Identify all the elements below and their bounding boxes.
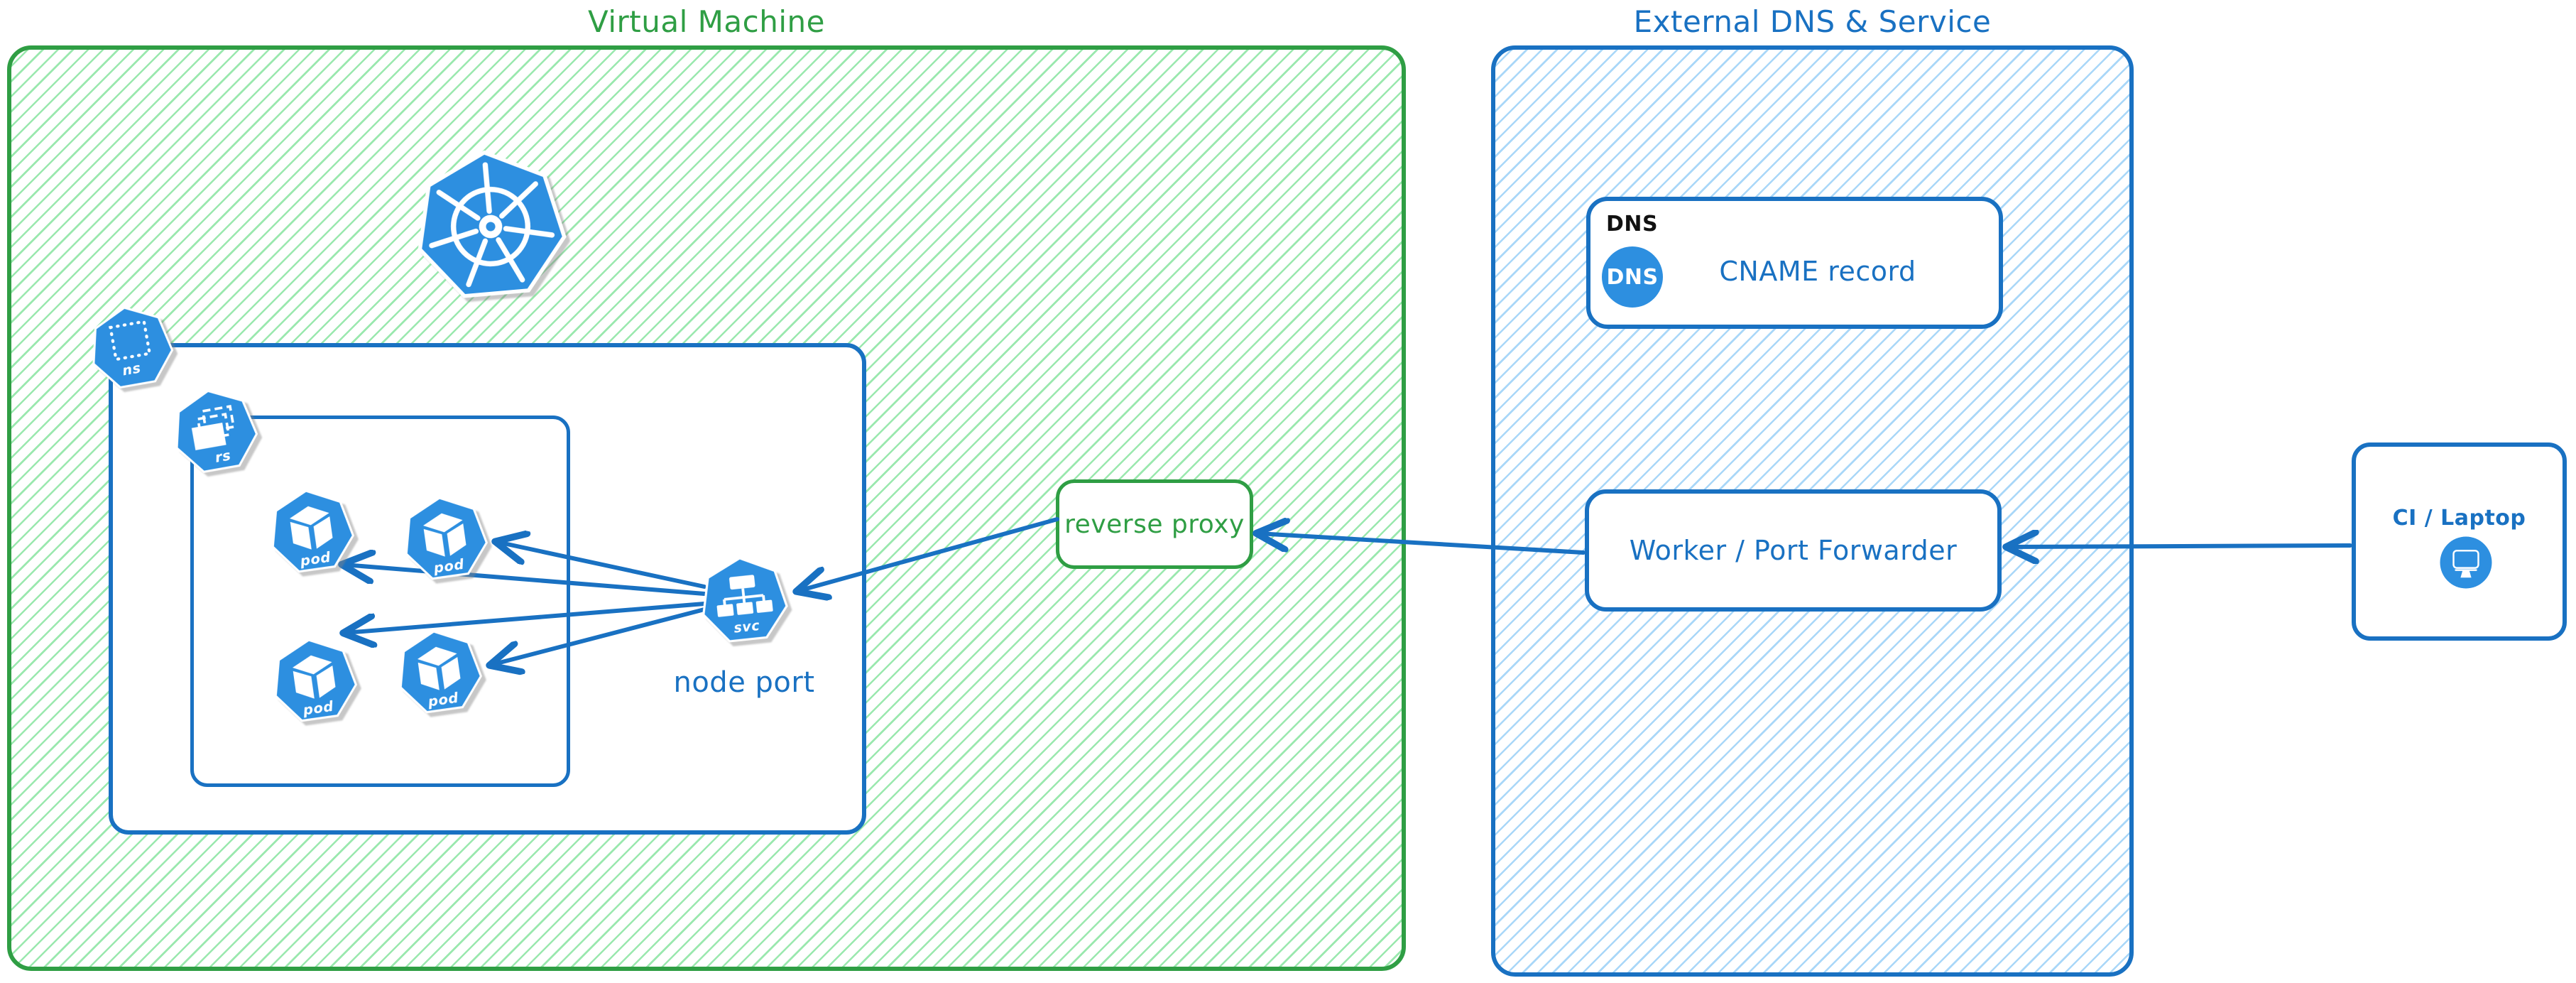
reverse-proxy-box[interactable]: reverse proxy bbox=[1056, 479, 1253, 569]
service-icon[interactable] bbox=[695, 552, 793, 650]
pod-icon-4[interactable] bbox=[391, 624, 489, 722]
namespace-icon[interactable] bbox=[82, 298, 180, 397]
pod-icon-3[interactable] bbox=[266, 632, 364, 730]
virtual-machine-title: Virtual Machine bbox=[588, 4, 825, 39]
worker-port-forwarder-box[interactable]: Worker / Port Forwarder bbox=[1585, 489, 2002, 612]
dns-group-label: DNS bbox=[1606, 212, 1659, 237]
external-dns-title: External DNS & Service bbox=[1633, 4, 1992, 39]
pod-icon-1[interactable] bbox=[263, 483, 361, 581]
replicaset-icon[interactable] bbox=[165, 381, 265, 482]
replicaset-box[interactable] bbox=[190, 416, 570, 787]
kubernetes-logo-icon[interactable] bbox=[407, 143, 574, 310]
pod-icon-2[interactable] bbox=[396, 490, 494, 588]
node-port-label: node port bbox=[673, 666, 815, 699]
monitor-icon bbox=[2439, 536, 2493, 590]
cname-record-label: CNAME record bbox=[1719, 256, 1916, 287]
reverse-proxy-label: reverse proxy bbox=[1064, 509, 1245, 539]
dns-badge-icon[interactable]: DNS bbox=[1602, 246, 1663, 308]
ci-laptop-label: CI / Laptop bbox=[2392, 506, 2526, 531]
worker-port-forwarder-label: Worker / Port Forwarder bbox=[1629, 535, 1958, 566]
